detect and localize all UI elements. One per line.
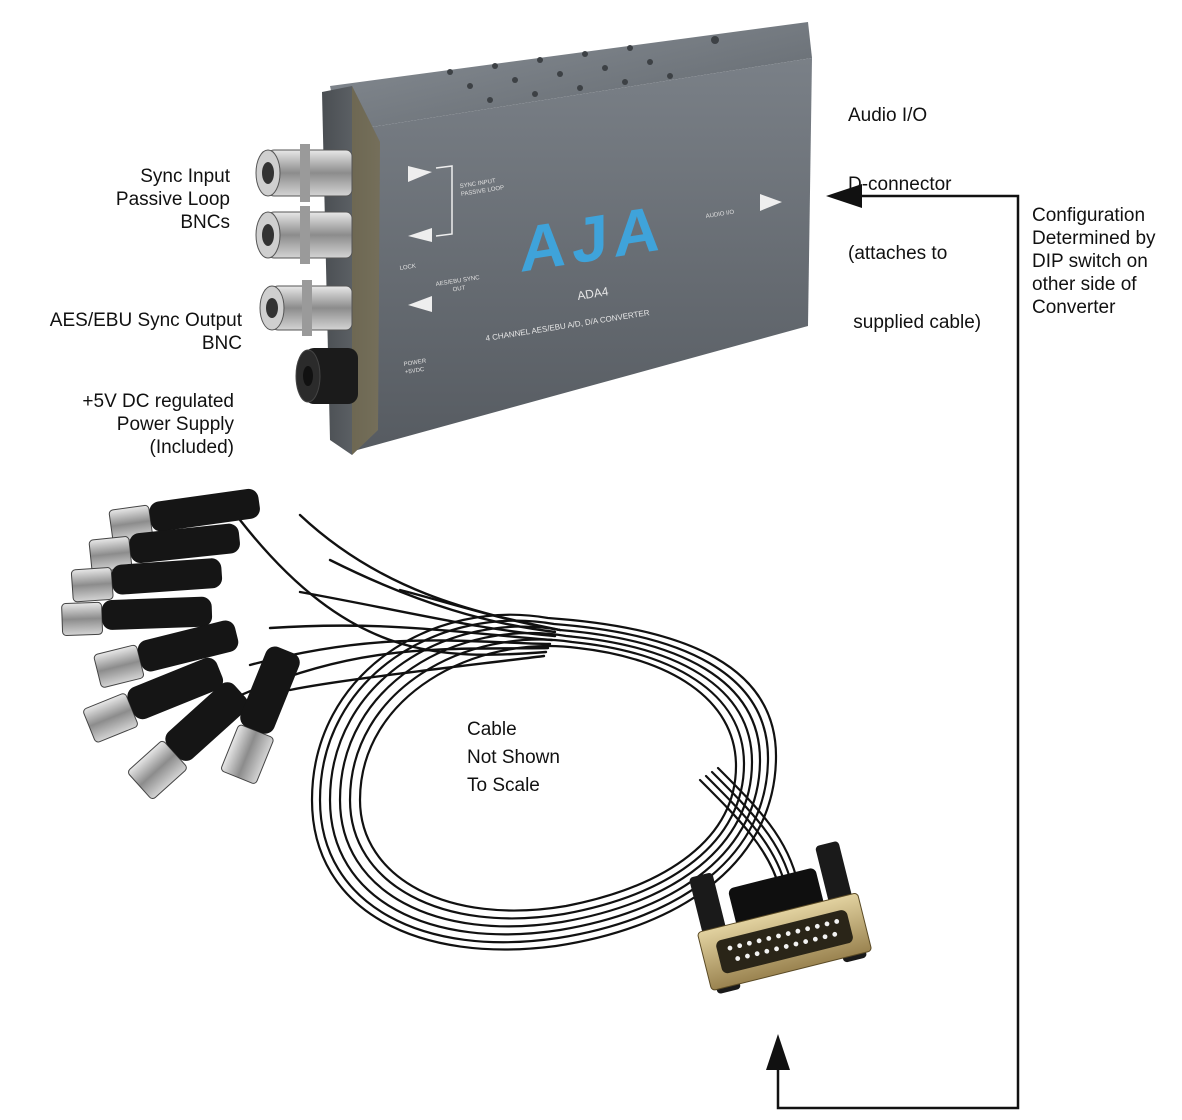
audio-cable [228,513,800,951]
cable-fanout [228,513,562,702]
aes-output-callout: AES/EBU Sync Output BNC [50,309,242,355]
audio-io-line-4: supplied cable) [848,312,982,333]
aes-out-arrow-icon [408,296,432,312]
audio-io-line-3: (attaches to [848,243,948,264]
sync-input-line-3: BNCs [180,212,230,233]
cable-note-line-1: Cable [467,719,517,740]
device-top-face [330,22,812,132]
power-supply-line-1: +5V DC regulated [82,391,234,412]
converter-device: AJA ADA4 4 CHANNEL AES/EBU A/D, D/A CONV… [255,22,812,455]
cable-note-line-2: Not Shown [467,747,560,768]
panel-sync-input-label: SYNC INPUT [459,178,496,190]
arrowhead-left-icon [826,184,862,208]
power-supply-line-2: Power Supply [116,414,234,435]
aes-output-line-2: BNC [201,333,242,354]
bnc-connector-top [255,144,353,202]
power-supply-line-3: (Included) [149,437,235,458]
connector-path [776,194,1020,1110]
xlr-connectors [61,488,300,799]
xlr-connector-4 [61,596,213,637]
panel-lock-label: LOCK [399,263,416,271]
configuration-line-3: DIP switch on [1032,251,1148,272]
xlr-connector-1 [108,488,260,543]
loop-arrow-icon [408,228,432,242]
configuration-line-5: Converter [1032,297,1116,318]
bnc-connector-bottom [259,280,353,336]
audio-io-arrow-icon [760,194,782,211]
audio-io-line-2: D-connector [848,174,952,195]
panel-out-label: OUT [452,285,466,293]
power-jack [295,348,358,404]
sync-input-arrow-icon [408,166,432,182]
sync-input-callout: Sync Input Passive Loop BNCs [116,165,230,234]
configuration-line-1: Configuration [1032,205,1146,226]
panel-audio-io-label: AUDIO I/O [705,210,735,220]
aes-output-line-1: AES/EBU Sync Output [49,310,242,331]
cable-note-line-3: To Scale [467,775,540,796]
device-front-face [340,58,812,452]
configuration-line-2: Determined by [1032,228,1156,249]
bnc-connector-middle [255,206,353,264]
sync-input-line-1: Sync Input [140,166,230,187]
xlr-connector-6 [83,657,224,743]
audio-io-callout: Audio I/O D-connector (attaches to suppl… [848,58,981,357]
cable-lead [698,766,800,892]
vent-holes [447,36,719,103]
model-label: ADA4 [576,284,609,303]
xlr-connector-2 [88,523,240,573]
xlr-connector-8 [221,646,300,784]
power-supply-callout: +5V DC regulated Power Supply (Included) [82,390,234,459]
configuration-callout: Configuration Determined by DIP switch o… [1032,204,1156,319]
xlr-connector-5 [93,620,239,688]
xlr-connector-7 [128,682,249,799]
panel-power-label: POWER [403,358,427,368]
arrowhead-up-icon [766,1034,790,1070]
cable-coil [310,613,778,951]
audio-io-line-1: Audio I/O [848,105,928,126]
panel-voltage-label: +5VDC [405,367,426,376]
dsub-connector [689,841,872,994]
config-connector-line [766,184,1020,1110]
configuration-line-4: other side of [1032,274,1137,295]
cable-note-callout: Cable Not Shown To Scale [467,716,560,800]
loop-bracket [435,165,453,237]
sync-input-line-2: Passive Loop [115,189,230,210]
xlr-connector-3 [70,558,223,603]
